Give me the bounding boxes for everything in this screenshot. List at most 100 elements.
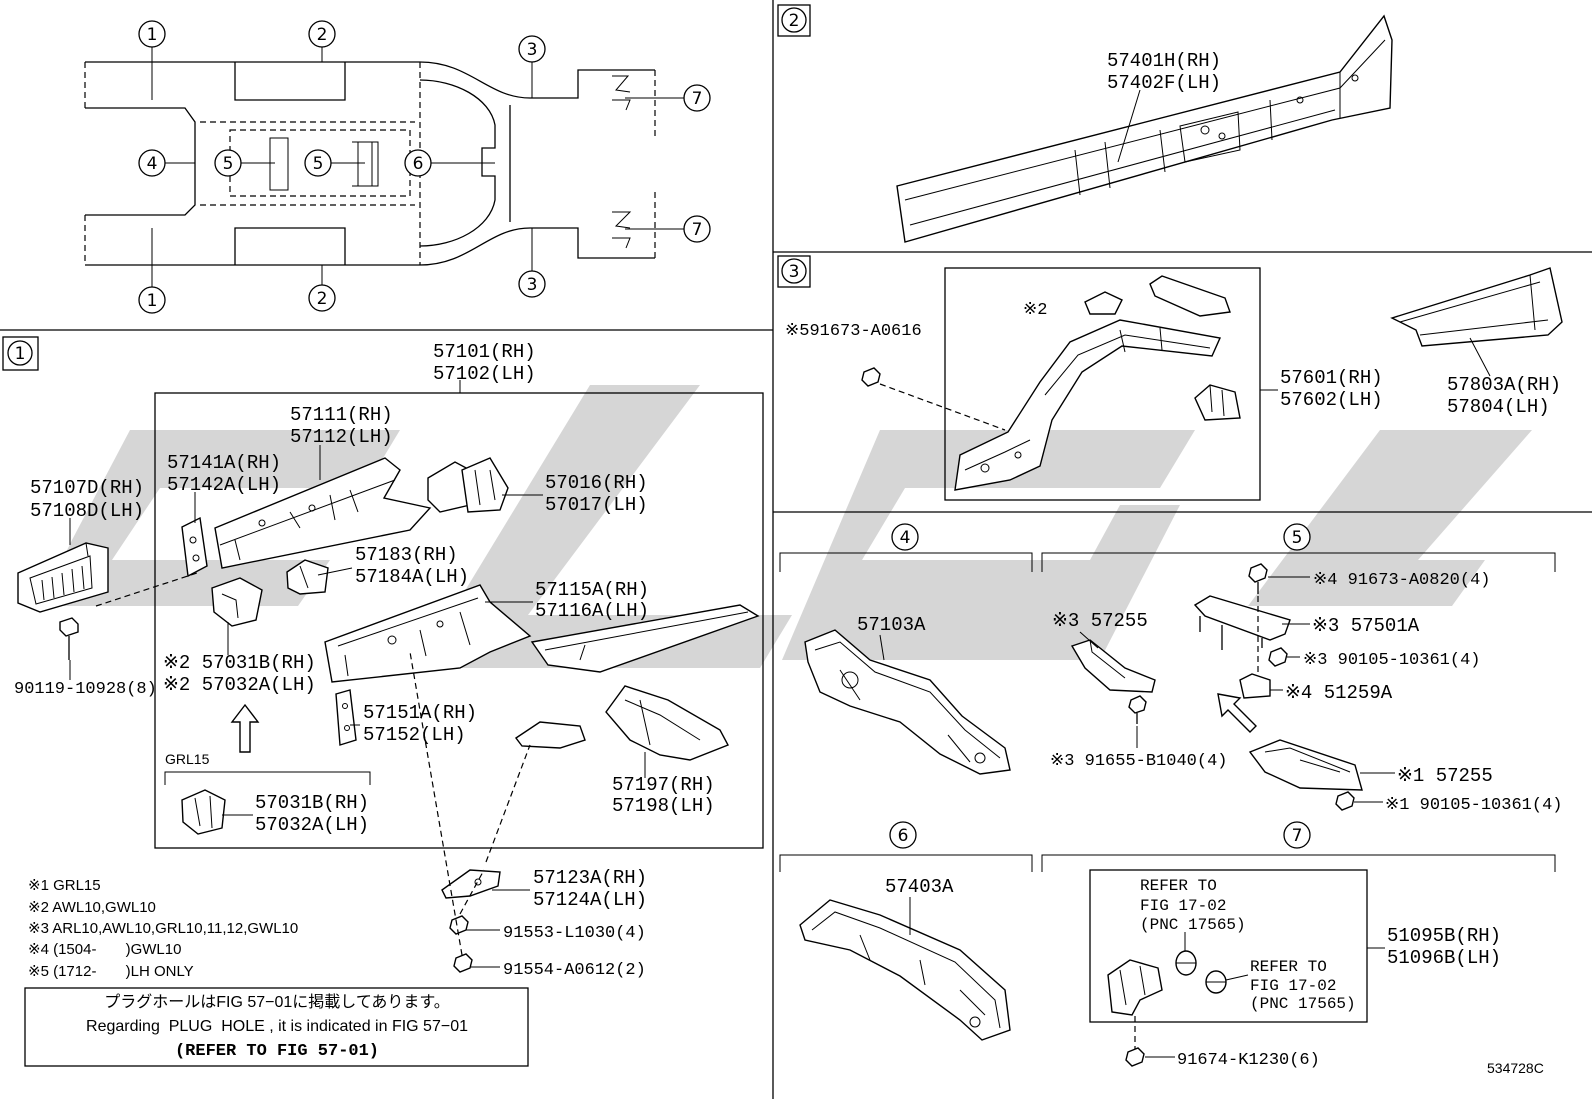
part-57255-upper <box>1070 639 1156 693</box>
part-bracket-upper <box>514 721 586 749</box>
svg-text:57151A(RH): 57151A(RH) <box>363 702 477 724</box>
section-7-header: 7 <box>1041 821 1556 872</box>
part-57031B <box>211 577 263 627</box>
label-57501A: ※3 57501A <box>1312 615 1420 637</box>
part-refer-cylinder-2 <box>1205 970 1227 994</box>
label-57016: 57016(RH) 57017(LH) <box>545 472 648 516</box>
svg-text:57111(RH): 57111(RH) <box>290 404 393 426</box>
label-57111: 57111(RH) 57112(LH) <box>290 404 393 448</box>
svg-text:※2 AWL10,GWL10: ※2 AWL10,GWL10 <box>28 899 156 916</box>
svg-text:※2 57032A(LH): ※2 57032A(LH) <box>163 674 316 696</box>
label-57197: 57197(RH) 57198(LH) <box>612 774 715 817</box>
svg-text:7: 7 <box>692 89 703 109</box>
label-57141A: 57141A(RH) 57142A(LH) <box>167 452 281 496</box>
section-5-header: 5 <box>1041 523 1556 572</box>
svg-text:6: 6 <box>413 154 424 174</box>
label-57031B: ※2 57031B(RH) ※2 57032A(LH) <box>163 652 316 696</box>
underbody-overview <box>84 47 684 287</box>
label-grl15: GRL15 <box>165 751 210 767</box>
label-57255-lower: ※1 57255 <box>1397 765 1493 787</box>
panel-2-tag: 2 <box>777 4 811 37</box>
part-57183 <box>286 559 329 595</box>
svg-text:57116A(LH): 57116A(LH) <box>535 600 649 622</box>
panel-3-assembly-box <box>944 267 1261 501</box>
svg-text:3: 3 <box>527 40 538 60</box>
label-57107D: 57107D(RH) 57108D(LH) <box>30 477 144 522</box>
panel-3-leaders <box>1260 337 1491 391</box>
svg-text:FIG 17-02: FIG 17-02 <box>1140 897 1226 915</box>
part-57107D <box>17 542 109 613</box>
svg-text:57184A(LH): 57184A(LH) <box>355 566 469 588</box>
svg-text:57141A(RH): 57141A(RH) <box>167 452 281 474</box>
bolt-91553 <box>449 915 469 935</box>
part-57123A <box>441 869 501 899</box>
svg-text:1: 1 <box>147 291 158 311</box>
svg-text:51096B(LH): 51096B(LH) <box>1387 947 1501 969</box>
label-91553-bolt: 91553-L1030(4) <box>503 924 646 943</box>
svg-text:57107D(RH): 57107D(RH) <box>30 477 144 499</box>
section-7-assembly-box <box>1089 869 1368 1023</box>
callout-3-bottom: 3 <box>518 270 546 298</box>
part-57141A <box>181 516 208 578</box>
bolt-91655 <box>1128 695 1147 724</box>
bolt-91673-A0616 <box>861 367 881 387</box>
svg-text:(REFER TO FIG 57-01): (REFER TO FIG 57-01) <box>175 1042 379 1061</box>
svg-text:※4 (1504- )GWL10: ※4 (1504- )GWL10 <box>28 941 181 958</box>
panel-1-tag: 1 <box>2 336 39 371</box>
label-57601: 57601(RH) 57602(LH) <box>1280 367 1383 411</box>
panel-1-parts <box>17 457 760 973</box>
svg-text:(PNC 17565): (PNC 17565) <box>1140 916 1246 934</box>
part-bracket-note2 <box>1084 291 1123 315</box>
part-long-member <box>530 604 760 673</box>
bolt-90105-upper <box>1268 647 1288 667</box>
svg-text:プラグホールはFIG 57−01に掲載してあります。: プラグホールはFIG 57−01に掲載してあります。 <box>104 993 450 1011</box>
callout-4: 4 <box>138 149 166 177</box>
svg-text:57115A(RH): 57115A(RH) <box>535 579 649 601</box>
label-91554-bolt: 91554-A0612(2) <box>503 961 646 980</box>
svg-text:57123A(RH): 57123A(RH) <box>533 867 647 889</box>
label-91674: 91674-K1230(6) <box>1177 1051 1320 1070</box>
svg-text:REFER TO: REFER TO <box>1250 958 1327 976</box>
svg-text:57101(RH): 57101(RH) <box>433 341 536 363</box>
part-57111 <box>214 457 432 569</box>
section-6-header: 6 <box>779 821 1033 872</box>
svg-text:57016(RH): 57016(RH) <box>545 472 648 494</box>
svg-text:1: 1 <box>15 344 26 364</box>
plug-hole-notice: プラグホールはFIG 57−01に掲載してあります。 Regarding PLU… <box>24 987 529 1067</box>
svg-text:57401H(RH): 57401H(RH) <box>1107 50 1221 72</box>
part-57151A <box>335 689 357 746</box>
part-57103A-frame <box>804 629 1011 775</box>
svg-text:57152(LH): 57152(LH) <box>363 724 466 746</box>
arrow-icon <box>1217 693 1257 733</box>
part-57403A-rear-member <box>799 899 1011 1041</box>
svg-text:3: 3 <box>789 262 800 282</box>
svg-text:(PNC 17565): (PNC 17565) <box>1250 995 1356 1013</box>
label-57401H: 57401H(RH) 57402F(LH) <box>1107 50 1221 94</box>
svg-text:57017(LH): 57017(LH) <box>545 494 648 516</box>
label-91673-A0820: ※4 91673-A0820(4) <box>1313 571 1490 590</box>
label-51259A: ※4 51259A <box>1285 682 1393 704</box>
label-57101: 57101(RH) 57102(LH) <box>433 341 536 385</box>
svg-text:57198(LH): 57198(LH) <box>612 795 715 817</box>
label-57031B-grl15: 57031B(RH) 57032A(LH) <box>255 792 369 836</box>
footnotes: ※1 GRL15 ※2 AWL10,GWL10 ※3 ARL10,AWL10,G… <box>28 877 298 980</box>
callout-6: 6 <box>404 149 432 177</box>
svg-text:※5 (1712- )LH ONLY: ※5 (1712- )LH ONLY <box>28 963 194 980</box>
panel-3-tag: 3 <box>777 255 811 288</box>
svg-text:4: 4 <box>147 154 158 174</box>
label-57115A: 57115A(RH) 57116A(LH) <box>535 579 649 622</box>
svg-text:REFER TO: REFER TO <box>1140 877 1217 895</box>
svg-text:4: 4 <box>900 528 911 548</box>
section-5-leaders <box>1079 576 1395 803</box>
panel-1-leaders <box>69 380 646 968</box>
part-57501A <box>1193 595 1291 650</box>
part-upper-bracket <box>1149 275 1231 317</box>
callout-3-top: 3 <box>518 35 546 63</box>
leader-57103A <box>879 634 885 661</box>
svg-text:2: 2 <box>789 11 800 31</box>
panel-1-assembly-box <box>154 392 764 849</box>
svg-text:51095B(RH): 51095B(RH) <box>1387 925 1501 947</box>
label-57123A: 57123A(RH) 57124A(LH) <box>533 867 647 911</box>
